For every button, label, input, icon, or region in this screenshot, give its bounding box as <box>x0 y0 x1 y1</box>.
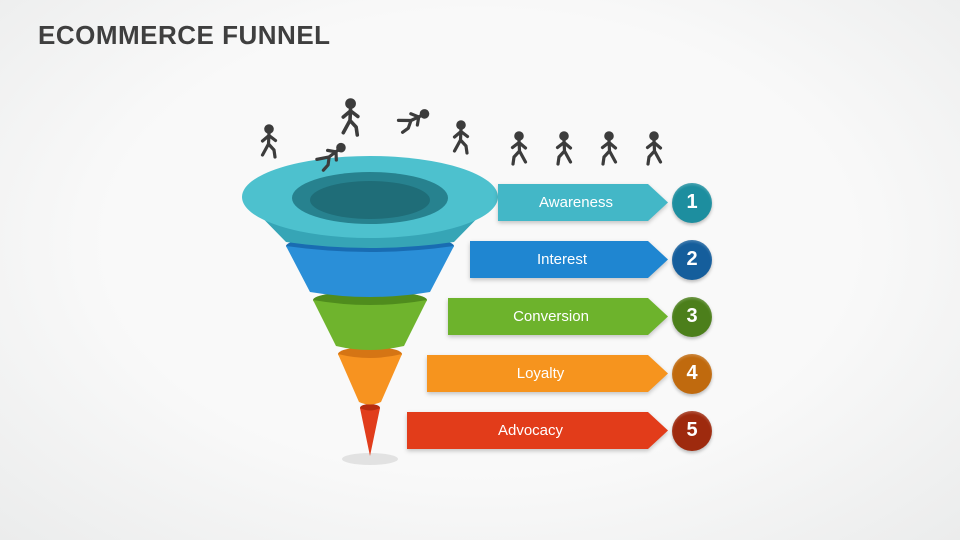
running-person-icon <box>341 96 360 137</box>
funnel-stage-interest <box>286 235 454 297</box>
funnel-stage-advocacy <box>360 404 380 456</box>
walking-person-icon <box>510 130 528 166</box>
standing-person-icon <box>452 119 470 155</box>
stage-banner-advocacy: Advocacy <box>407 412 668 449</box>
stage-row-advocacy: Advocacy 5 <box>407 410 712 451</box>
funnel-stage-awareness <box>242 156 498 248</box>
funnel-hole-inner <box>310 181 430 219</box>
stage-banner-loyalty: Loyalty <box>427 355 668 392</box>
walking-person-icon <box>260 123 278 159</box>
diving-person-icon <box>395 104 433 135</box>
stage-row-awareness: Awareness 1 <box>498 182 712 223</box>
slide-title: ECOMMERCE FUNNEL <box>38 20 331 50</box>
funnel-stage-loyalty <box>338 347 402 405</box>
stage-banner-interest: Interest <box>470 241 668 278</box>
stage-row-loyalty: Loyalty 4 <box>427 353 712 394</box>
walking-person-icon <box>645 130 663 166</box>
stage-number-badge: 1 <box>672 182 712 223</box>
stage-number-badge: 3 <box>672 296 712 337</box>
stage-number-badge: 4 <box>672 353 712 394</box>
stage-number-badge: 5 <box>672 410 712 451</box>
stage-row-conversion: Conversion 3 <box>448 296 712 337</box>
funnel-shadow <box>342 453 398 465</box>
funnel-stage-conversion <box>313 291 427 350</box>
funnel-hole <box>292 172 448 224</box>
falling-person-icon <box>313 138 351 173</box>
people-on-funnel <box>260 96 470 173</box>
people-walking-queue <box>510 130 663 166</box>
stage-banner-conversion: Conversion <box>448 298 668 335</box>
stage-row-interest: Interest 2 <box>470 239 712 280</box>
stage-number-badge: 2 <box>672 239 712 280</box>
stage-banner-awareness: Awareness <box>498 184 668 221</box>
walking-person-icon <box>555 130 573 166</box>
walking-person-icon <box>600 130 618 166</box>
